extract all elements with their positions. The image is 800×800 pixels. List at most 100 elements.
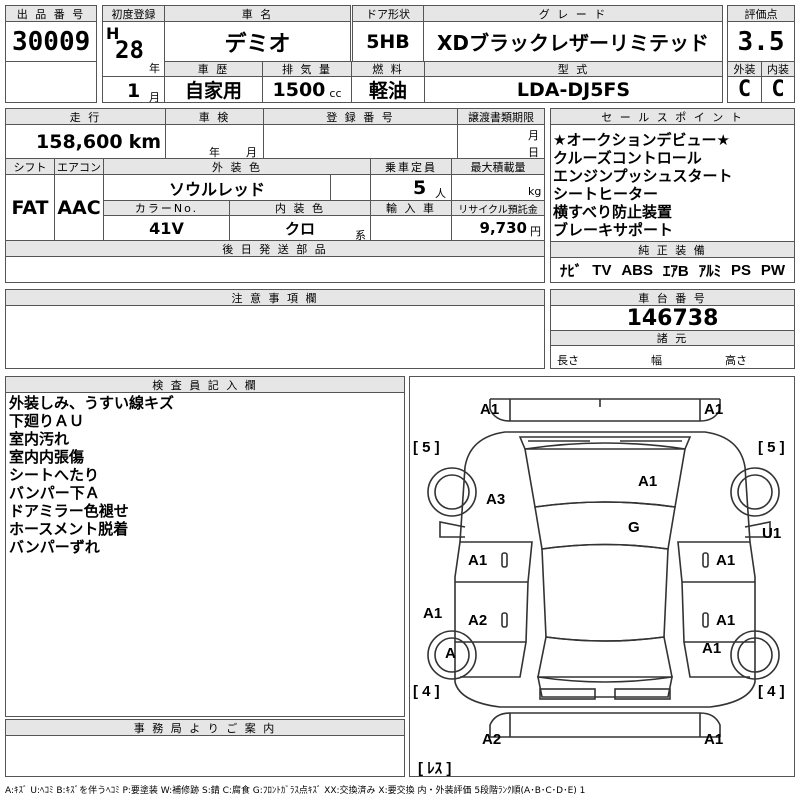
- tire-rear-left: [ 4 ]: [413, 683, 440, 700]
- inspector-line: 室内内張傷: [9, 448, 85, 466]
- chassis-number: 146738: [626, 305, 719, 331]
- displacement-label: 排 気 量: [262, 61, 352, 77]
- sales-point: クルーズコントロール: [553, 149, 702, 167]
- int-color: クロ: [284, 219, 315, 238]
- import-cell: [370, 215, 452, 241]
- mark-quarter-right: A1: [702, 640, 722, 657]
- mark-fender-left: A3: [486, 491, 506, 508]
- inspection-month-unit: 月: [246, 146, 257, 159]
- lot-number-label: 出 品 番 号: [5, 5, 97, 22]
- ext-color: ソウルレッド: [168, 179, 265, 199]
- sales-point: 横すべり防止装置: [553, 203, 672, 221]
- inspector-line: シートへたり: [9, 466, 100, 484]
- reg-month-cell: 1 月: [102, 76, 165, 103]
- import-label: 輸 入 車: [370, 200, 452, 216]
- grade-label: グ レ ー ド: [423, 5, 723, 22]
- capacity-label: 乗車定員: [370, 158, 452, 175]
- era: H: [106, 24, 120, 43]
- capacity: 5: [413, 177, 427, 199]
- equipment-item: TV: [592, 261, 612, 279]
- mark-fender-right: U1: [762, 525, 782, 542]
- color-no-label: カラーNo.: [103, 200, 230, 216]
- score: 3.5: [737, 26, 785, 57]
- recycle-label: リサイクル預託金: [451, 200, 545, 216]
- inspector-line: ドアミラー色褪せ: [9, 502, 129, 520]
- sales-points-box: ★オークションデビュー★ クルーズコントロール エンジンプッシュスタート シート…: [550, 124, 795, 242]
- shift-cell: FAT: [5, 174, 55, 241]
- mark-rear-right: A1: [704, 731, 724, 748]
- mark-door-rl: A2: [468, 612, 488, 629]
- door-label: ドア形状: [352, 5, 424, 22]
- reg-year-unit: 年: [149, 62, 160, 75]
- int-color-cell: クロ 系: [229, 215, 371, 241]
- mark-door-fr: A1: [716, 552, 736, 569]
- inspection-label: 車 検: [165, 108, 264, 125]
- shift: FAT: [11, 196, 49, 219]
- spec-height-label: 高さ: [725, 354, 747, 367]
- ext-color-cell: ソウルレッド: [103, 174, 331, 201]
- first-registration-label: 初度登録: [102, 5, 165, 22]
- history: 自家用: [184, 80, 242, 102]
- grade-cell: XDブラックレザーリミテッド: [423, 21, 723, 62]
- spec-length-label: 長さ: [557, 354, 579, 367]
- spec-width-label: 幅: [651, 354, 662, 367]
- tire-front-right: [ 5 ]: [758, 439, 785, 456]
- equipment-item: ﾅﾋﾞ: [559, 262, 583, 280]
- notes-box: [5, 305, 545, 369]
- interior-grade: C: [771, 77, 785, 102]
- mileage-cell: 158,600 km: [5, 124, 166, 159]
- model-code: LDA-DJ5FS: [516, 78, 631, 101]
- equipment-item: ABS: [621, 261, 653, 279]
- sales-point: エンジンプッシュスタート: [553, 167, 733, 185]
- later-parts-label: 後 日 発 送 部 品: [5, 240, 545, 257]
- equipment-label: 純 正 装 備: [550, 241, 795, 258]
- aircon: AAC: [57, 196, 101, 219]
- model-label: 型 式: [424, 61, 723, 77]
- office-box: [5, 735, 405, 777]
- ext-color-label: 外 装 色: [103, 158, 371, 175]
- recycle-cell: 9,730 円: [451, 215, 545, 241]
- specs-label: 諸 元: [550, 330, 795, 346]
- fuel: 軽油: [368, 80, 407, 102]
- interior-grade-cell: C: [761, 76, 795, 103]
- reg-month-unit: 月: [149, 91, 160, 103]
- exterior-grade: C: [737, 77, 752, 102]
- sales-points-label: セ ー ル ス ポ イ ン ト: [550, 108, 795, 125]
- max-load-unit: kg: [528, 185, 542, 198]
- mark-windshield: G: [628, 519, 640, 536]
- capacity-unit: 人: [435, 187, 446, 200]
- mileage: 158,600: [36, 130, 123, 153]
- exterior-grade-label: 外装: [727, 61, 762, 77]
- transfer-deadline-cell: 月 日: [457, 124, 545, 159]
- inspector-line: ホースメント脱着: [9, 520, 129, 538]
- mark-hood: A1: [638, 473, 658, 490]
- reg-month: 1: [127, 80, 141, 102]
- sales-point: ブレーキサポート: [553, 221, 674, 239]
- car-name: デミオ: [224, 31, 291, 57]
- mileage-unit: km: [128, 130, 161, 153]
- max-load-label: 最大積載量: [451, 158, 545, 175]
- mark-door-fl: A1: [468, 552, 488, 569]
- color-no-cell: 41V: [103, 215, 230, 241]
- model-cell: LDA-DJ5FS: [424, 76, 723, 103]
- mileage-label: 走 行: [5, 108, 166, 125]
- fuel-cell: 軽油: [351, 76, 425, 103]
- spare-tire: [ ﾚｽ ]: [418, 760, 452, 777]
- sales-point: ★オークションデビュー★: [553, 131, 730, 149]
- int-color-unit: 系: [355, 229, 366, 241]
- specs-cell: 長さ 幅 高さ: [550, 345, 795, 369]
- grade: XDブラックレザーリミテッド: [436, 31, 710, 55]
- capacity-cell: 5 人: [370, 174, 452, 201]
- exterior-grade-cell: C: [727, 76, 762, 103]
- aircon-label: エアコン: [54, 158, 104, 175]
- mark-door-rr: A1: [716, 612, 736, 629]
- displacement: 1500: [272, 78, 326, 101]
- int-color-label: 内 装 色: [229, 200, 371, 216]
- recycle-fee: 9,730: [479, 219, 527, 237]
- lot-number-cell: 30009: [5, 21, 97, 62]
- lot-blank-cell: [5, 61, 97, 103]
- mark-rear-left: A2: [482, 731, 502, 748]
- inspector-box: 外装しみ、うすい線キズ 下廻りＡＵ 室内汚れ 室内内張傷 シートへたり バンパー…: [5, 392, 405, 717]
- transfer-month-unit: 月: [528, 129, 539, 142]
- inspection-year-unit: 年: [209, 146, 220, 159]
